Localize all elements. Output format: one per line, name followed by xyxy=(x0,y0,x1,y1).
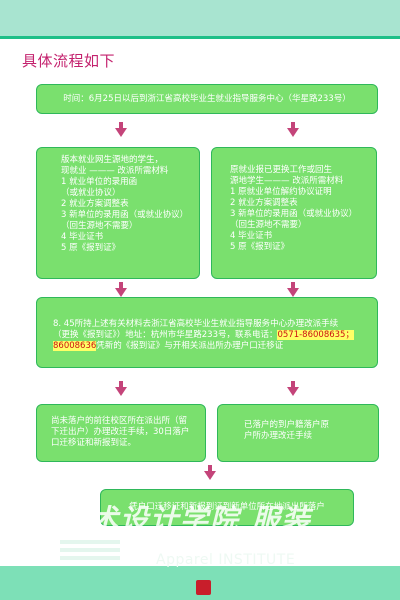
materials-right-line: （回生源地不需要） xyxy=(230,220,307,230)
materials-left-line: （或就业协议） xyxy=(61,188,121,198)
step-settled-line: 已落户的到户籍落户原 xyxy=(244,420,330,430)
down-arrow-icon xyxy=(287,122,299,137)
top-divider xyxy=(0,36,400,39)
top-band xyxy=(0,0,400,36)
step-submit-address: （更换《报到证》）地址：杭州市华星路233号，联系电话： xyxy=(53,330,278,340)
page-title: 具体流程如下 xyxy=(22,52,116,70)
materials-left-line: （回生源地不需要） xyxy=(61,221,138,231)
materials-box-right: 原就业报已更换工作或回生 源地学生——— 改派所需材料 1 原就业单位解约协议证… xyxy=(211,147,377,279)
step-submit-followup: 凭新的《报到证》与开相关派出所办理户口迁移证 xyxy=(96,341,284,351)
step-not-settled-line: 口迁移证和新报到证。 xyxy=(51,438,137,448)
step-not-settled-line: 下迁出户）办理改迁手续，30日落户 xyxy=(51,427,190,437)
materials-left-line: 4 毕业证书 xyxy=(61,232,104,242)
step-settled-line: 户所办理改迁手续 xyxy=(244,431,313,441)
down-arrow-icon xyxy=(287,381,299,396)
materials-left-line: 现就业 ——— 改派所需材料 xyxy=(61,166,169,176)
materials-right-line: 4 毕业证书 xyxy=(230,231,273,241)
materials-right-line: 源地学生——— 改派所需材料 xyxy=(230,176,344,186)
down-arrow-icon xyxy=(287,282,299,297)
watermark-text: 艺术设计学院 服装 xyxy=(60,503,312,536)
step-submit-line: 8. 45所持上述有关材料去浙江省高校毕业生就业指导服务中心办理改派手续 xyxy=(53,319,339,329)
step-final-text: 凭户口迁移证和新报到证到新单位所在地派出所落户 xyxy=(129,502,325,512)
materials-left-line: 3 新单位的录用函（或就业协议） xyxy=(61,210,189,220)
materials-right-line: 1 原就业单位解约协议证明 xyxy=(230,187,332,197)
phone-number-highlight: 86008636 xyxy=(53,341,97,351)
materials-right-line: 3 新单位的录用函（或就业协议） xyxy=(230,209,358,219)
materials-right-line: 5 原《报到证》 xyxy=(230,242,290,252)
step-submit-box: 8. 45所持上述有关材料去浙江省高校毕业生就业指导服务中心办理改派手续 （更换… xyxy=(36,297,378,368)
seal-mark-icon xyxy=(196,580,211,595)
watermark-english: Apparel INSTITUTE xyxy=(156,552,296,568)
step-submit-line: 86008636凭新的《报到证》与开相关派出所办理户口迁移证 xyxy=(53,341,367,352)
down-arrow-icon xyxy=(115,381,127,396)
phone-number-highlight: 0571-86008635； xyxy=(277,330,354,340)
step-final-box: 凭户口迁移证和新报到证到新单位所在地派出所落户 xyxy=(100,489,354,526)
step-time-location-box: 时间：6月25日以后到浙江省高校毕业生就业指导服务中心（华星路233号） xyxy=(36,84,378,114)
materials-right-line: 原就业报已更换工作或回生 xyxy=(230,165,333,175)
materials-right-line: 2 就业方案调整表 xyxy=(230,198,298,208)
materials-left-line: 版本就业网生源地的学生， xyxy=(61,155,164,165)
step-submit-line: （更换《报到证》）地址：杭州市华星路233号，联系电话：0571-8600863… xyxy=(53,330,367,341)
materials-box-left: 版本就业网生源地的学生， 现就业 ——— 改派所需材料 1 就业单位的录用函 （… xyxy=(36,147,200,279)
materials-left-line: 2 就业方案调整表 xyxy=(61,199,129,209)
step-time-location-text: 时间：6月25日以后到浙江省高校毕业生就业指导服务中心（华星路233号） xyxy=(63,93,351,104)
down-arrow-icon xyxy=(204,465,216,480)
step-not-settled-line: 尚未落户的前往校区所在派出所（留 xyxy=(51,416,188,426)
materials-left-line: 5 原《报到证》 xyxy=(61,243,121,253)
down-arrow-icon xyxy=(115,282,127,297)
watermark-logo-icon xyxy=(60,540,120,570)
down-arrow-icon xyxy=(115,122,127,137)
school-seal-icon xyxy=(184,576,224,598)
step-not-settled-box: 尚未落户的前往校区所在派出所（留 下迁出户）办理改迁手续，30日落户 口迁移证和… xyxy=(36,404,206,462)
step-settled-box: 已落户的到户籍落户原 户所办理改迁手续 xyxy=(217,404,379,462)
materials-left-line: 1 就业单位的录用函 xyxy=(61,177,138,187)
